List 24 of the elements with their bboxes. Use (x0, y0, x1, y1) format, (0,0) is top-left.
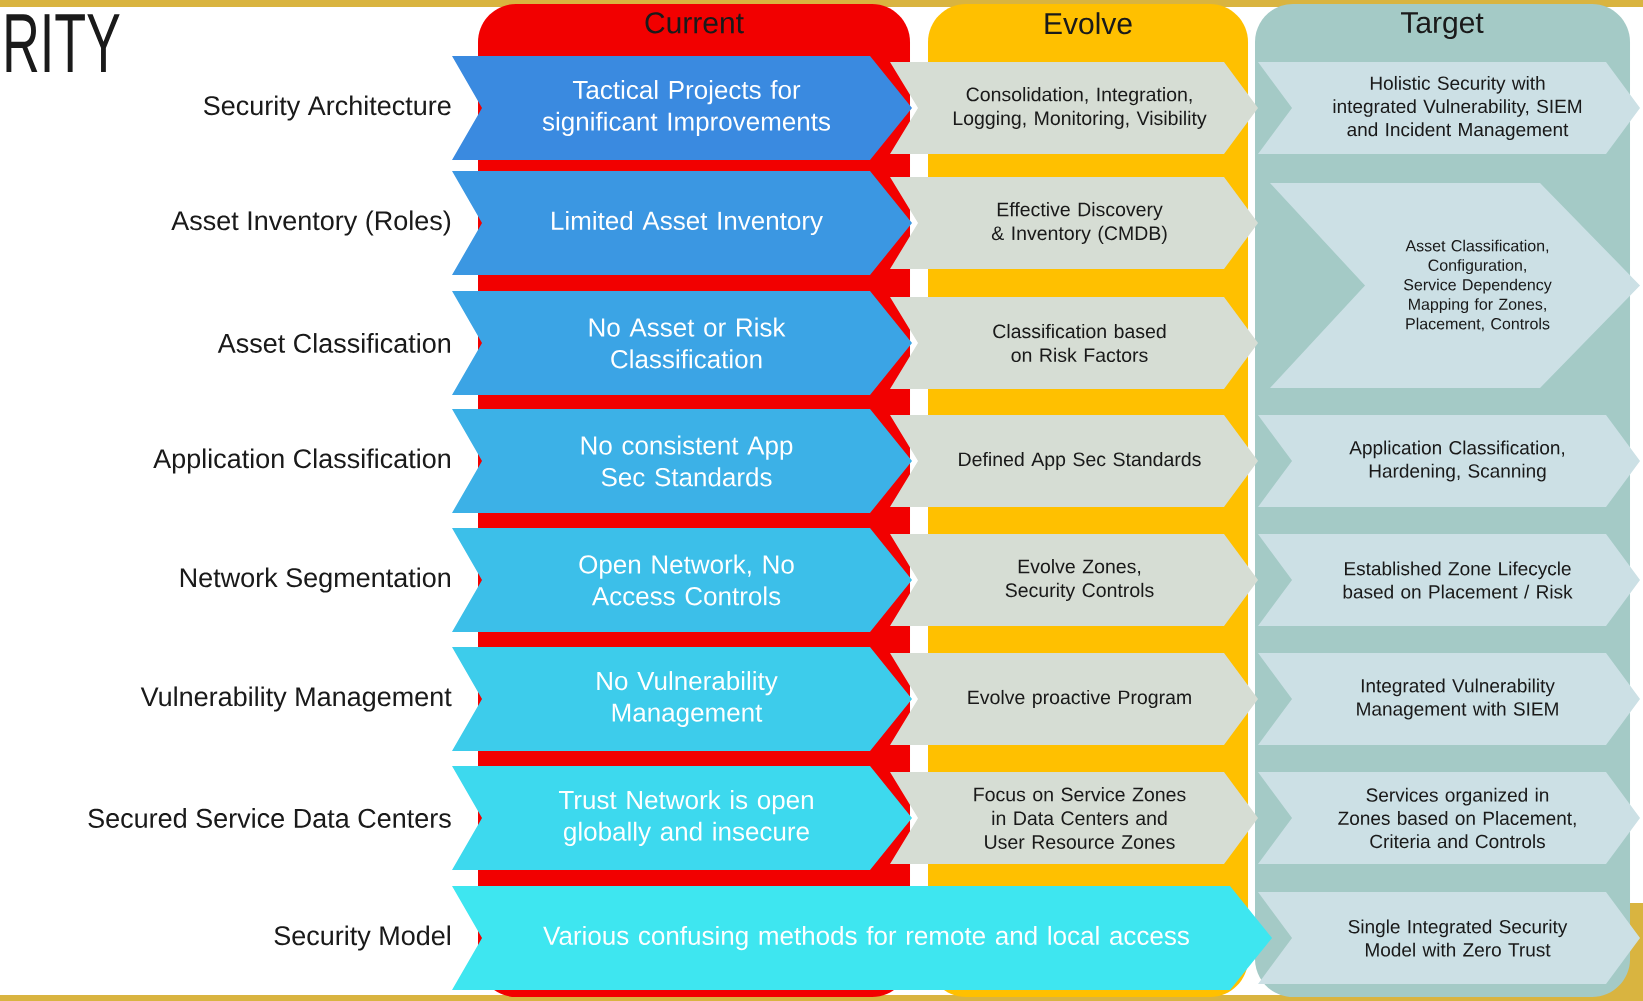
chevron-panel: No consistent App Sec Standards (452, 409, 912, 513)
row-label: Security Model (274, 925, 450, 951)
chevron-panel: Trust Network is open globally and insecure (452, 766, 912, 870)
row-label: Application Classification (153, 448, 450, 474)
row-label: Network Segmentation (180, 567, 450, 593)
chevron-panel: Consolidation, Integration, Logging, Monitoring, Visibility (890, 62, 1258, 154)
chevron-panel: Effective Discovery & Inventory (CMDB) (890, 177, 1258, 269)
row-label: Asset Classification (217, 333, 450, 353)
title: RITY (6, 14, 120, 72)
chevron-panel: Defined App Sec Standards (890, 415, 1258, 507)
row-label: Asset Inventory (Roles) (171, 210, 451, 236)
chevron-panel: Various confusing methods for remote and local access (452, 886, 1272, 990)
chevron-panel: Limited Asset Inventory (452, 171, 912, 275)
chevron-panel: Tactical Projects for significant Improvements (452, 56, 912, 160)
chevron-panel: Open Network, No Access Controls (452, 528, 912, 632)
row-label: Security Architecture (203, 95, 451, 121)
row-label: Vulnerability Management (140, 686, 452, 712)
chevron-panel: No Asset or Risk Classification (452, 291, 912, 395)
row-label: Secured Service Data Centers (88, 808, 451, 828)
chevron-panel: Evolve proactive Program (890, 653, 1258, 745)
chevron-panel: Classification based on Risk Factors (890, 297, 1258, 389)
chevron-panel: Evolve Zones, Security Controls (890, 534, 1258, 626)
chevron-panel: Focus on Service Zones in Data Centers and User Resource Zones (890, 772, 1258, 864)
chevron-panel: No Vulnerability Management (452, 647, 912, 751)
